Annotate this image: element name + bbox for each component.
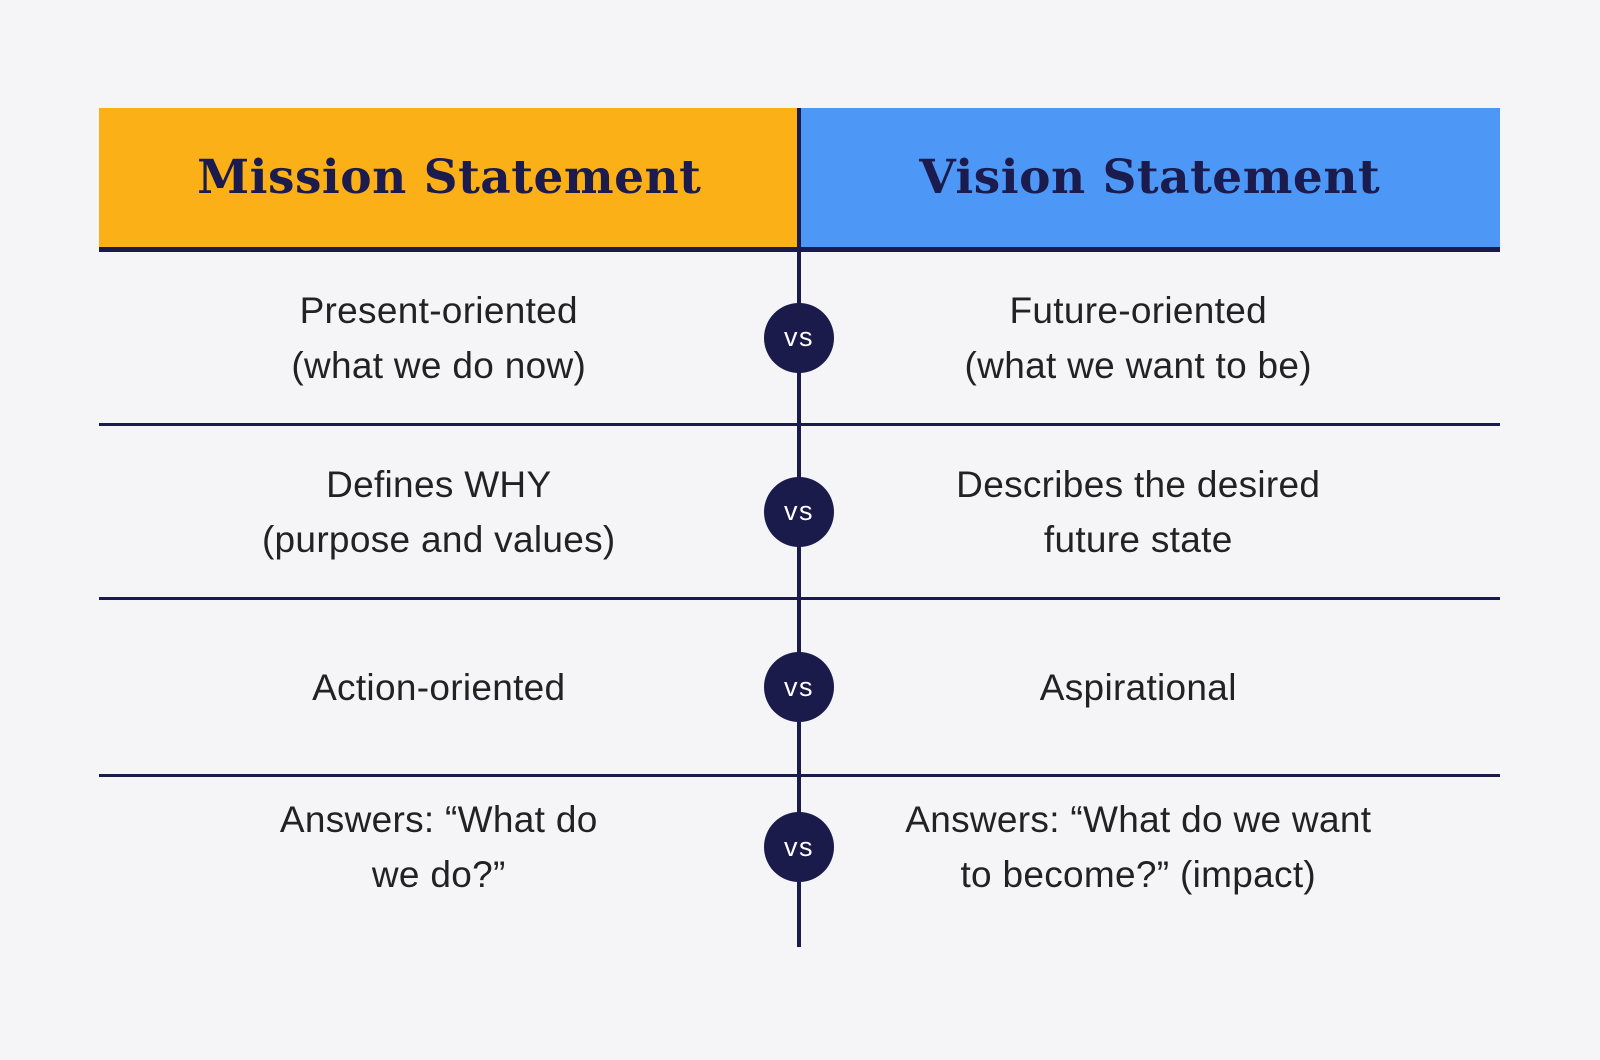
vs-badge: vs: [764, 812, 834, 882]
vision-statement-header: Vision Statement: [799, 108, 1500, 247]
vs-badge: vs: [764, 652, 834, 722]
table-header-row: Mission Statement Vision Statement: [99, 108, 1500, 252]
vision-cell-definition: Describes the desired future state: [956, 463, 1321, 560]
mission-cell-definition: Defines WHY (purpose and values): [261, 463, 616, 560]
vision-cell-character: Aspirational: [1039, 666, 1237, 708]
comparison-table: Mission Statement Vision Statement Prese…: [99, 108, 1500, 947]
mission-statement-header: Mission Statement: [99, 108, 800, 247]
mission-cell-character: Action-oriented: [312, 666, 566, 708]
vs-badge: vs: [764, 302, 834, 373]
mission-cell-orientation: Present-oriented (what we do now): [291, 289, 587, 386]
vs-badge: vs: [764, 476, 834, 547]
vision-cell-orientation: Future-oriented (what we want to be): [964, 289, 1312, 386]
comparison-row-answers: Answers: “What do we do?” Answers: “What…: [99, 777, 1500, 917]
mission-cell-answers: Answers: “What do we do?”: [279, 799, 598, 895]
vision-cell-answers: Answers: “What do we want to become?” (i…: [905, 799, 1372, 895]
